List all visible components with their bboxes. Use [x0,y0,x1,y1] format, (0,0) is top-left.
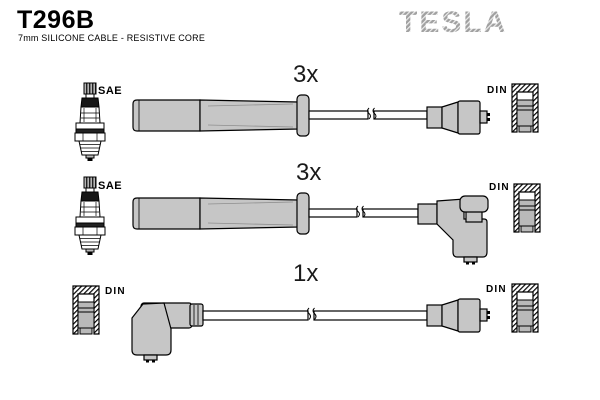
kit-row-1 [74,82,539,161]
din-connector-icon [513,183,541,233]
row-1-quantity: 3x [293,61,319,88]
din-connector-icon [72,285,100,335]
cable-line [308,107,428,120]
brand-logo: TESLA [399,6,507,39]
cable-break-mark [372,107,377,120]
kit-row-2 [74,176,541,265]
cable-break-mark [312,307,317,320]
angled-distributor-connector [417,195,489,265]
distributor-connector [426,298,491,333]
row-2-quantity: 3x [296,159,322,186]
din-connector-icon [511,83,539,133]
part-number: T296B [17,6,95,34]
cable-break-mark [367,107,371,120]
row-3-left-din-label: DIN [105,286,126,297]
cable-line [308,205,419,218]
cable-break-mark [356,205,360,218]
plug-boot [132,192,310,235]
row-2-din-label: DIN [489,182,510,193]
row-3-quantity: 1x [293,260,319,287]
row-3-right-din-label: DIN [486,284,507,295]
plug-boot [132,94,310,137]
cable-line [202,307,428,321]
cable-break-mark [307,307,311,320]
product-subtitle: 7mm SILICONE CABLE - RESISTIVE CORE [18,33,206,43]
din-connector-icon [511,283,539,333]
row-2-sae-label: SAE [98,180,123,192]
angled-plug-connector [131,302,204,363]
row-1-sae-label: SAE [98,85,123,97]
distributor-connector [426,100,491,135]
cable-break-mark [361,205,366,218]
row-1-din-label: DIN [487,85,508,96]
kit-row-3 [72,283,539,363]
